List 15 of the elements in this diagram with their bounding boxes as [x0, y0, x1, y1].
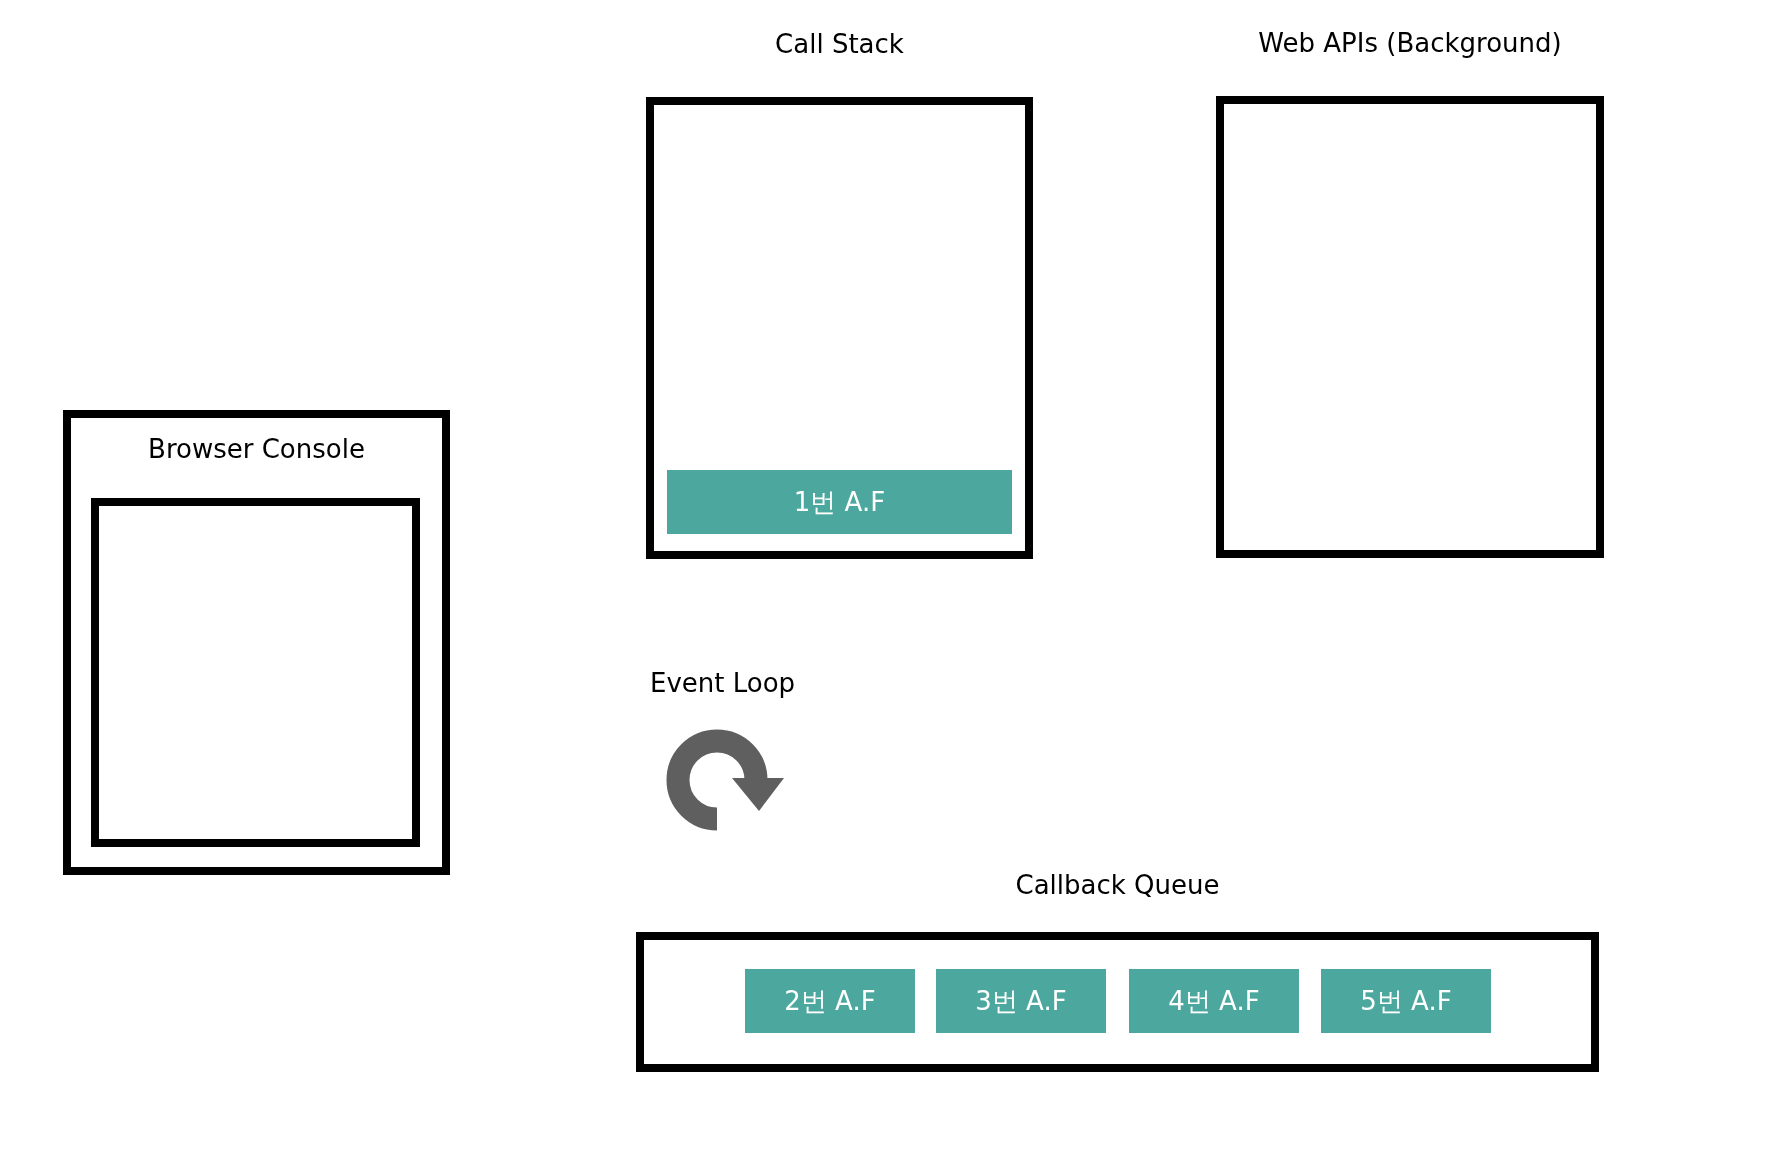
container-box [63, 410, 450, 875]
box-title: Call Stack [775, 29, 904, 59]
box-title: Browser Console [147, 434, 366, 464]
container-box [1216, 96, 1604, 558]
function-block: 4번 A.F [1129, 969, 1299, 1033]
loop-label: Event Loop [650, 668, 796, 698]
function-block: 3번 A.F [936, 969, 1106, 1033]
function-block: 1번 A.F [667, 470, 1012, 534]
box-title: Callback Queue [1015, 870, 1220, 900]
function-block: 5번 A.F [1321, 969, 1491, 1033]
console-panel [91, 498, 420, 847]
container-box [646, 97, 1033, 559]
container-box [636, 932, 1599, 1072]
function-block: 2번 A.F [745, 969, 915, 1033]
box-title: Web APIs (Background) [1258, 28, 1562, 58]
